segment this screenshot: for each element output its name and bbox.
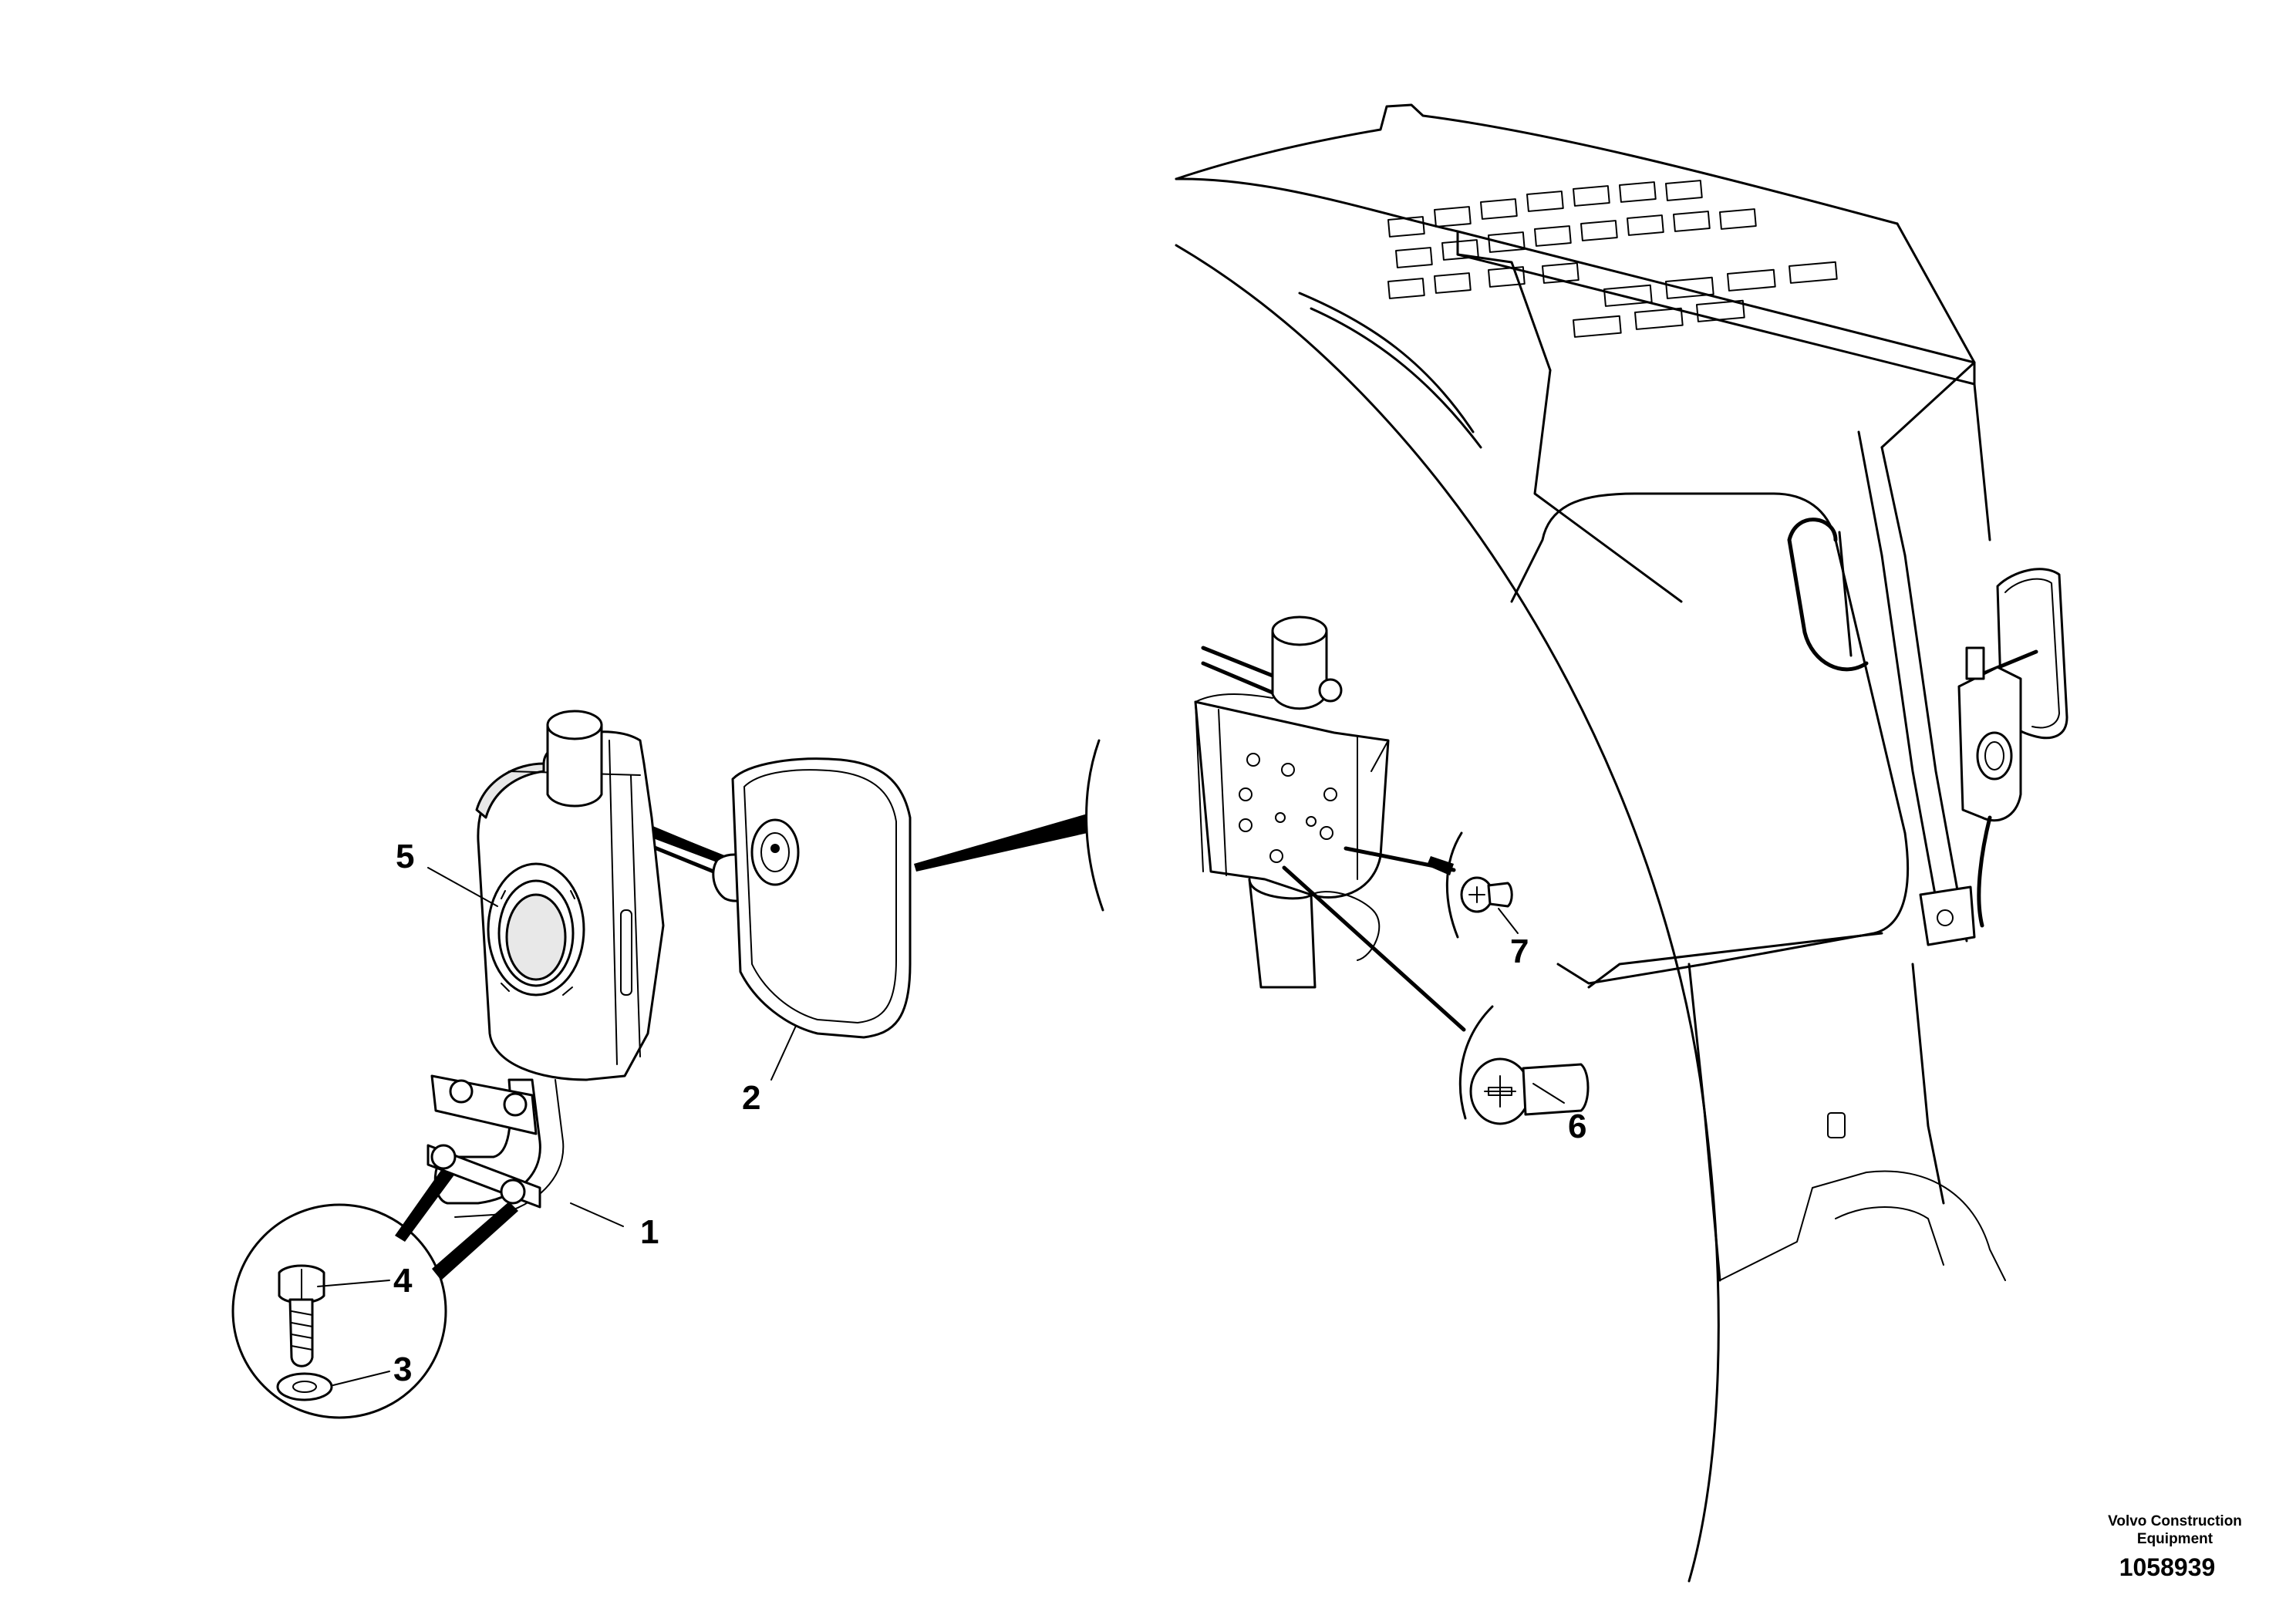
callout-1: 1 [640, 1213, 659, 1251]
roof-vent-grid [1387, 180, 1838, 338]
callout-labels: 5 2 1 4 3 7 6 [393, 838, 1586, 1388]
mirror-glass-item-2 [731, 757, 912, 1039]
callout-leaders [317, 867, 1565, 1386]
publisher-block: Volvo Construction Equipment 1058939 [2108, 1513, 2242, 1581]
mounting-stem [426, 1074, 565, 1218]
screw-item-6 [1469, 1057, 1590, 1125]
publisher-line-2: Equipment [2137, 1531, 2213, 1547]
screw-item-7 [1460, 876, 1513, 913]
callout-7: 7 [1510, 932, 1529, 970]
intermediate-detail-view [1085, 615, 1494, 1120]
mounting-holes [1239, 753, 1337, 863]
mirror-assembly [231, 710, 1087, 1419]
bolt-item-4 [278, 1264, 325, 1367]
callout-5: 5 [396, 838, 414, 875]
cab-mirror-detail [1919, 568, 2068, 946]
detail-circle-arc [1175, 244, 1720, 1583]
callout-4: 4 [393, 1262, 413, 1300]
bracket-housing [475, 710, 665, 1081]
hardware-detail-circle [231, 1203, 447, 1419]
washer-item-3 [276, 1372, 333, 1401]
publication-number: 1058939 [2119, 1553, 2216, 1581]
callout-3: 3 [393, 1351, 412, 1388]
publisher-line-1: Volvo Construction [2108, 1513, 2242, 1529]
callout-2: 2 [742, 1079, 760, 1117]
callout-6: 6 [1568, 1108, 1586, 1145]
